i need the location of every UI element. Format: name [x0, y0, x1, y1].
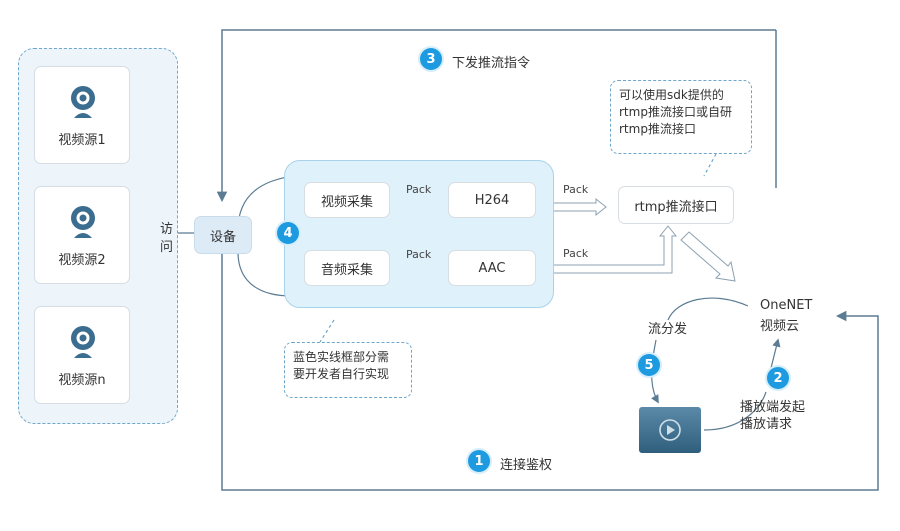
step-2-label-line1: 播放端发起	[740, 400, 806, 415]
step-5-badge: 5	[638, 354, 660, 376]
video-source-2-card: 视频源2	[34, 186, 130, 284]
video-player-thumbnail	[639, 407, 701, 453]
step-3-badge: 3	[420, 48, 442, 70]
pack-label: Pack	[563, 183, 589, 196]
step-4-badge: 4	[277, 222, 299, 244]
video-source-1-card: 视频源1	[34, 66, 130, 164]
video-source-n-card: 视频源n	[34, 306, 130, 404]
access-label-top: 访	[160, 222, 174, 237]
video-capture-node: 视频采集	[304, 182, 390, 218]
video-source-label: 视频源2	[58, 253, 106, 268]
sdk-note-line: rtmp推流接口或自研	[619, 105, 732, 119]
pack-label: Pack	[406, 248, 432, 261]
aac-node: AAC	[448, 250, 536, 286]
pack-label: Pack	[406, 183, 432, 196]
step-1-badge: 1	[468, 450, 490, 472]
developer-note: 蓝色实线框部分需 要开发者自行实现	[284, 342, 412, 398]
command-line	[216, 29, 776, 203]
step-5-label: 流分发	[648, 322, 688, 337]
step-2-badge: 2	[767, 367, 789, 389]
developer-note-line: 要开发者自行实现	[293, 367, 390, 381]
access-label-bottom: 问	[160, 240, 174, 255]
cloud-label-line1: OneNET	[760, 298, 813, 313]
sdk-note-line: 可以使用sdk提供的	[619, 88, 724, 102]
step-3-label: 下发推流指令	[452, 56, 531, 71]
auth-line	[221, 252, 879, 491]
rtmp-interface-node: rtmp推流接口	[618, 186, 734, 224]
play-icon	[659, 419, 681, 441]
pack-label: Pack	[563, 247, 589, 260]
video-source-label: 视频源1	[58, 133, 106, 148]
h264-node: H264	[448, 182, 536, 218]
step-2-label-line2: 播放请求	[740, 417, 793, 432]
step-1-label: 连接鉴权	[500, 458, 553, 473]
sdk-note: 可以使用sdk提供的 rtmp推流接口或自研 rtmp推流接口	[610, 80, 752, 154]
audio-capture-node: 音频采集	[304, 250, 390, 286]
webcam-icon	[71, 326, 95, 358]
device-node: 设备	[194, 216, 252, 254]
cloud-label-line2: 视频云	[760, 319, 800, 334]
video-source-label: 视频源n	[58, 373, 106, 388]
webcam-icon	[71, 86, 95, 118]
developer-note-line: 蓝色实线框部分需	[293, 350, 390, 364]
webcam-icon	[71, 206, 95, 238]
sdk-note-line: rtmp推流接口	[619, 122, 696, 136]
